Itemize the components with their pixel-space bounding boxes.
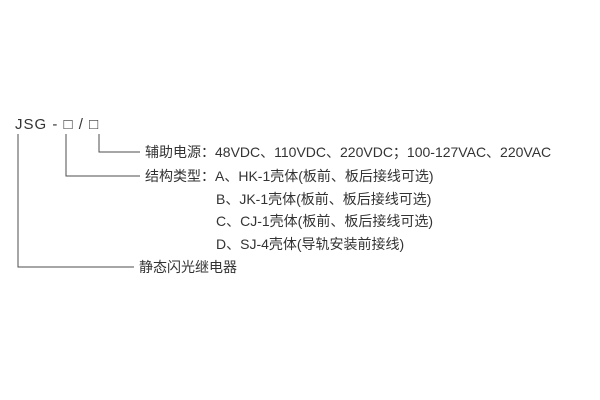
structure-type-option-b: B、JK-1壳体(板前、板后接线可选) (216, 191, 432, 207)
aux-power-label: 辅助电源：48VDC、110VDC、220VDC；100-127VAC、220V… (145, 144, 552, 160)
structure-type-label: 结构类型：A、HK-1壳体(板前、板后接线可选) (145, 168, 434, 184)
aux-power-connector-line (98, 134, 140, 153)
structure-type-option-d: D、SJ-4壳体(导轨安装前接线) (216, 236, 405, 252)
model-code: JSG - □ / □ (15, 116, 100, 133)
product-name-label: 静态闪光继电器 (139, 259, 237, 275)
product-name-connector-line (17, 134, 134, 268)
structure-type-connector-line (65, 134, 140, 177)
structure-type-option-c: C、CJ-1壳体(板前、板后接线可选) (216, 213, 433, 229)
